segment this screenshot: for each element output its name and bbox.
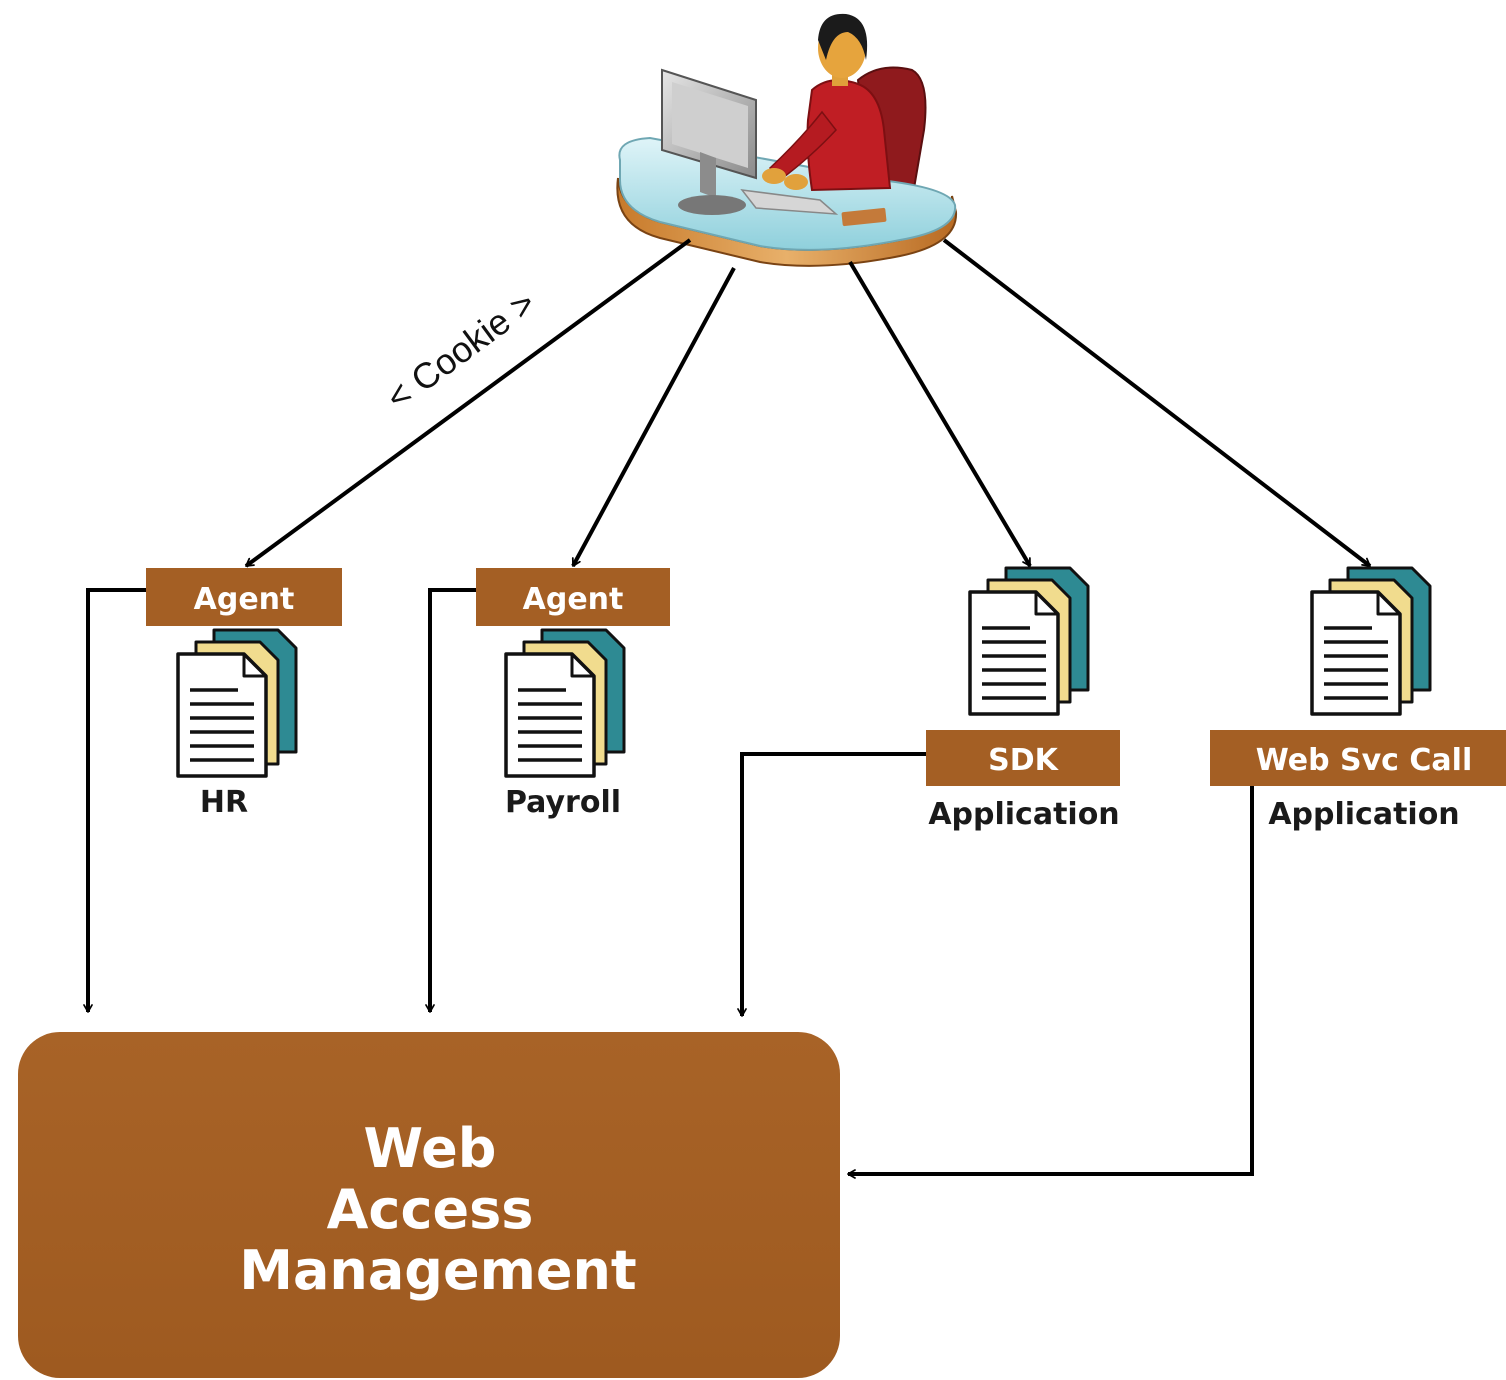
documents-icon (504, 628, 626, 778)
hr-component: Agent HR (146, 568, 342, 820)
payroll-component: Agent Payroll (476, 568, 670, 820)
hr-caption: HR (200, 785, 248, 820)
sdk-tag (926, 730, 1120, 786)
cookie-connector (244, 238, 692, 568)
websvc-tag (1210, 730, 1506, 786)
documents-icon (968, 566, 1090, 716)
payroll-caption: Payroll (505, 785, 621, 820)
agent-tag (146, 568, 342, 626)
agent-tag-label: Agent (523, 582, 624, 617)
sdk-tag-label: SDK (988, 743, 1060, 778)
wam-title-line1: Web (364, 1117, 497, 1180)
websvc-tag-label: Web Svc Call (1256, 743, 1473, 778)
wam-connectors (83, 588, 1254, 1179)
sdk-connector (848, 260, 1032, 568)
agent-tag (476, 568, 670, 626)
websvc-component: Web Svc Call Application (1210, 566, 1506, 832)
wam-box: Web Access Management (18, 1032, 840, 1378)
sdk-component: SDK Application (926, 566, 1120, 832)
wam-title-line3: Management (239, 1239, 637, 1302)
sdk-app-caption: Application (928, 797, 1119, 832)
user-connectors (244, 238, 1372, 568)
user-at-desk-icon (616, 13, 958, 267)
wam-panel (18, 1032, 840, 1378)
agent-tag-label: Agent (194, 582, 295, 617)
websvc-connector (942, 238, 1372, 568)
documents-icon (176, 628, 298, 778)
wam-title-line2: Access (327, 1178, 534, 1241)
payroll-connector (571, 267, 736, 567)
cookie-label: < Cookie > (378, 282, 542, 418)
websvc-app-caption: Application (1268, 797, 1459, 832)
documents-icon (1310, 566, 1432, 716)
